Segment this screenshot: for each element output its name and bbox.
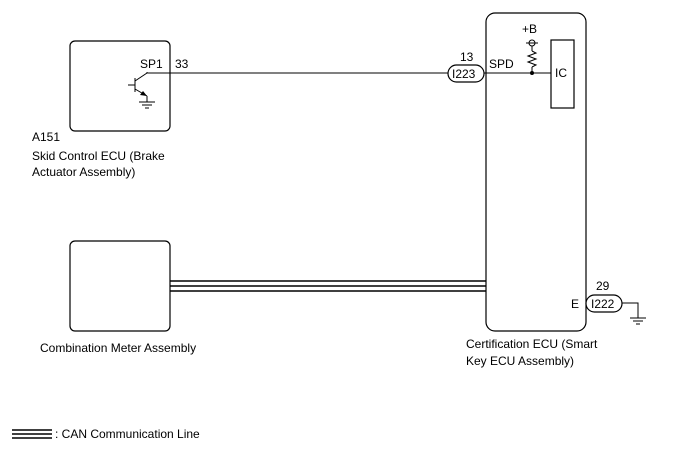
skid-pin-number: 33 bbox=[175, 57, 189, 71]
spd-pin-name: SPD bbox=[489, 57, 514, 71]
pullup-resistor-icon bbox=[526, 39, 538, 75]
transistor-icon bbox=[128, 72, 155, 109]
skid-ecu-name-line2: Actuator Assembly) bbox=[32, 165, 135, 179]
ground-pin-number: 29 bbox=[596, 279, 610, 293]
ground-pin-name: E bbox=[571, 297, 579, 311]
power-label: +B bbox=[522, 22, 537, 36]
combination-meter-label: Combination Meter Assembly bbox=[40, 341, 196, 355]
skid-ecu-code: A151 bbox=[32, 130, 60, 144]
connector-i223-label: I223 bbox=[452, 67, 476, 81]
ic-block bbox=[550, 39, 575, 109]
can-legend-icon bbox=[12, 429, 52, 439]
can-legend-label: : CAN Communication Line bbox=[55, 427, 200, 441]
ic-label: IC bbox=[555, 66, 567, 80]
skid-ecu-name-line1: Skid Control ECU (Brake bbox=[32, 149, 165, 163]
skid-pin-name: SP1 bbox=[140, 57, 163, 71]
certification-ecu-name-line2: Key ECU Assembly) bbox=[466, 354, 574, 368]
sp1-stub-wire bbox=[146, 72, 170, 74]
combination-meter-box bbox=[69, 240, 171, 332]
can-bus-lines bbox=[170, 280, 486, 292]
connector-i222-label: I222 bbox=[591, 297, 615, 311]
skid-control-ecu-box bbox=[69, 40, 171, 132]
certification-ecu-name-line1: Certification ECU (Smart bbox=[466, 337, 598, 351]
ground-icon bbox=[622, 302, 646, 325]
spd-pin-number: 13 bbox=[460, 50, 474, 64]
